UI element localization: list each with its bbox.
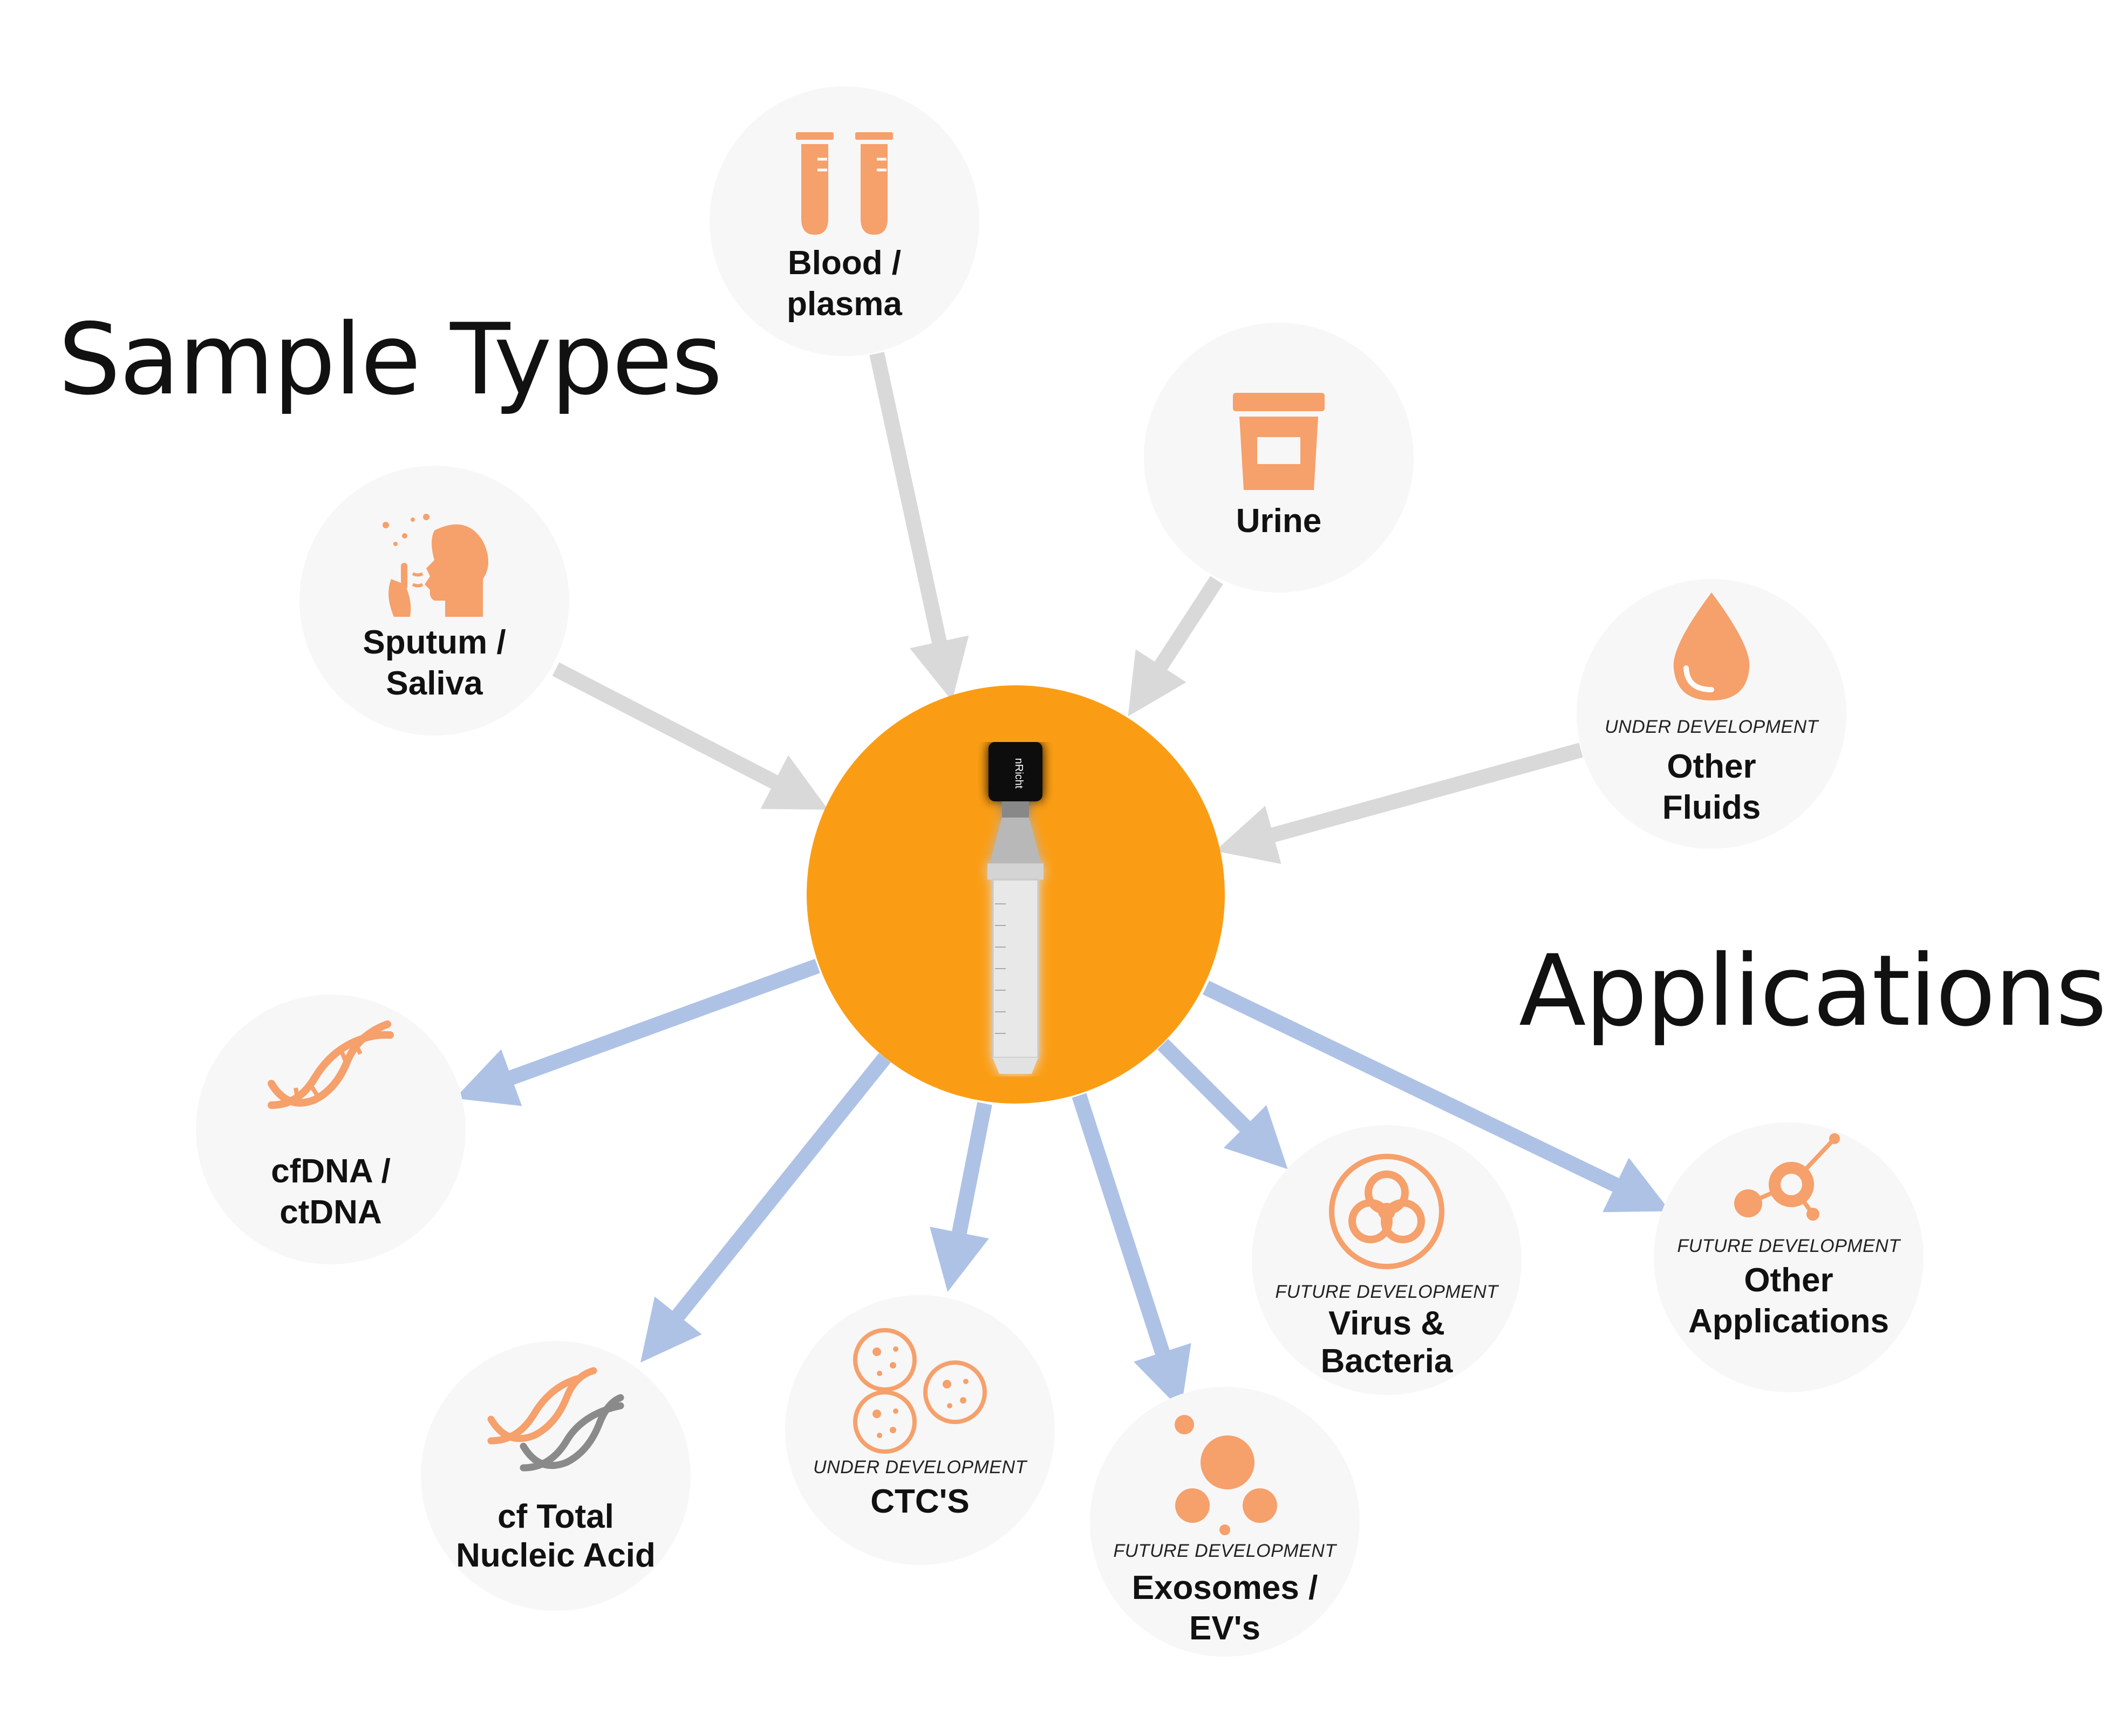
status-future-development: FUTURE DEVELOPMENT	[1113, 1541, 1337, 1561]
node-cf-total-nucleic-acid[interactable]: cf Total Nucleic Acid	[421, 1341, 691, 1611]
node-label-line2: ctDNA	[279, 1194, 382, 1231]
arrow-sputum-to-hub	[552, 662, 828, 810]
node-label-line1: CTC'S	[870, 1483, 970, 1520]
arrow-hub-to-cfdna	[454, 958, 820, 1106]
node-label-line2: Nucleic Acid	[456, 1537, 656, 1574]
node-label-line1: cf Total	[497, 1498, 614, 1535]
sample-types-title: Sample Types	[58, 302, 722, 417]
node-label-line1: Exosomes /	[1131, 1569, 1318, 1606]
status-under-development: UNDER DEVELOPMENT	[813, 1457, 1027, 1478]
status-future-development: FUTURE DEVELOPMENT	[1677, 1236, 1900, 1256]
dna-icon	[268, 1020, 394, 1109]
network-node-icon	[1734, 1133, 1840, 1221]
node-label-line1: Sputum /	[363, 624, 506, 661]
node-label-line2: Bacteria	[1320, 1343, 1453, 1380]
node-cfdna-ctdna[interactable]: cfDNA / ctDNA	[196, 995, 466, 1264]
hub-circle: nRicht	[807, 685, 1225, 1104]
node-label-line1: cfDNA /	[271, 1153, 391, 1190]
node-label-line1: Blood /	[787, 244, 902, 282]
node-blood-plasma[interactable]: Blood / plasma	[710, 86, 979, 356]
cells-icon	[853, 1328, 987, 1454]
double-dna-icon	[487, 1367, 624, 1472]
node-label-line1: Other	[1667, 748, 1756, 785]
node-label-line1: Other	[1744, 1262, 1833, 1299]
arrow-urine-to-hub	[1128, 576, 1223, 717]
status-future-development: FUTURE DEVELOPMENT	[1275, 1282, 1498, 1302]
node-ctcs[interactable]: UNDER DEVELOPMENT CTC'S	[785, 1295, 1055, 1565]
applications-title: Applications	[1519, 934, 2107, 1048]
node-other-applications[interactable]: FUTURE DEVELOPMENT Other Applications	[1654, 1122, 1924, 1392]
vesicles-icon	[1175, 1415, 1277, 1535]
arrow-hub-to-ctc	[930, 1102, 992, 1292]
node-urine[interactable]: Urine	[1144, 323, 1414, 593]
node-label-line2: Fluids	[1662, 789, 1761, 826]
node-label-line2: plasma	[787, 285, 902, 323]
node-exosomes-evs[interactable]: FUTURE DEVELOPMENT Exosomes / EV's	[1090, 1387, 1360, 1657]
arrow-hub-to-tna	[640, 1053, 891, 1363]
arrow-fluids-to-hub	[1215, 743, 1583, 864]
node-label-line1: Virus &	[1328, 1305, 1445, 1342]
droplet-icon	[1673, 593, 1750, 700]
test-tubes-icon	[796, 132, 893, 235]
node-other-fluids[interactable]: UNDER DEVELOPMENT Other Fluids	[1577, 579, 1846, 849]
node-label-line2: EV's	[1189, 1610, 1260, 1647]
arrow-blood-to-hub	[869, 352, 969, 701]
node-virus-bacteria[interactable]: FUTURE DEVELOPMENT Virus & Bacteria	[1252, 1125, 1522, 1395]
specimen-cup-icon	[1233, 393, 1325, 490]
breath-face-icon	[383, 514, 488, 617]
arrow-hub-to-exo	[1072, 1093, 1191, 1410]
arrow-hub-to-other	[1202, 981, 1670, 1213]
sample-tube-icon: nRicht	[987, 742, 1044, 1074]
node-label-line2: Applications	[1688, 1303, 1890, 1340]
node-label-line1: Urine	[1236, 502, 1322, 540]
node-label-line2: Saliva	[386, 665, 483, 702]
node-sputum-saliva[interactable]: Sputum / Saliva	[299, 466, 569, 736]
status-under-development: UNDER DEVELOPMENT	[1605, 717, 1818, 737]
arrow-hub-to-virus	[1157, 1039, 1288, 1169]
device-label: nRicht	[1013, 758, 1025, 789]
biohazard-icon	[1329, 1154, 1444, 1269]
